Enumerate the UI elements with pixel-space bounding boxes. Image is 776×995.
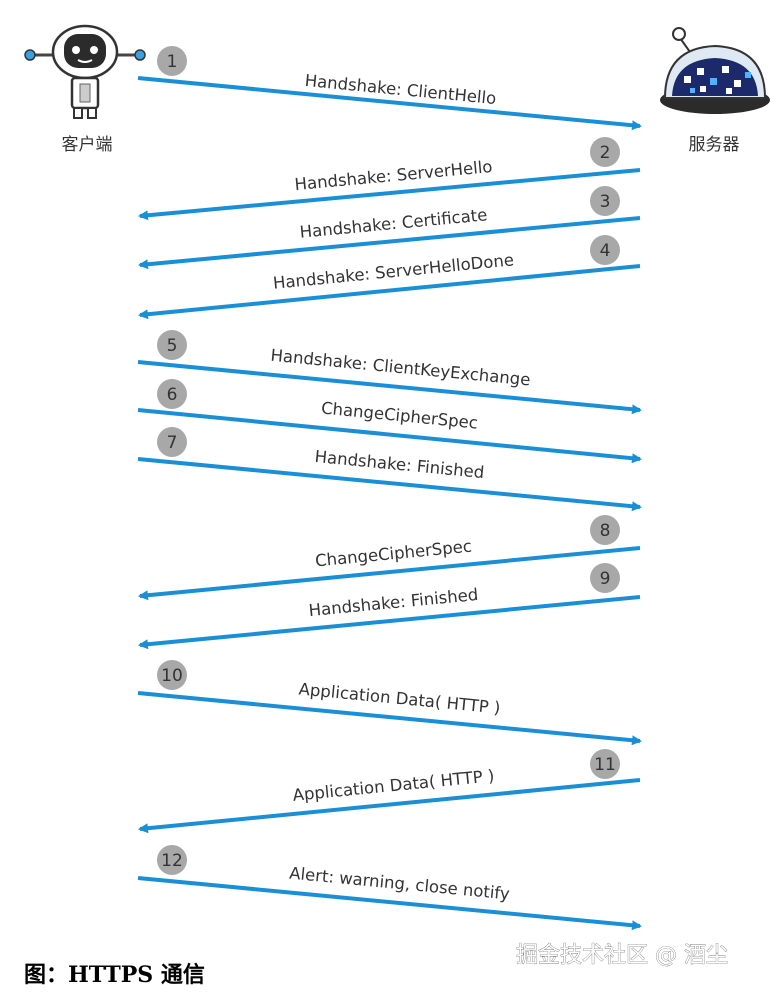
step-number: 10	[161, 666, 183, 686]
step-number: 8	[600, 521, 611, 541]
client-label: 客户端	[62, 135, 113, 155]
message-arrow	[138, 168, 641, 221]
message-arrow	[137, 457, 642, 512]
message-10: Application Data( HTTP )10	[137, 660, 642, 746]
message-11: Application Data( HTTP )11	[138, 749, 641, 834]
message-arrow	[137, 76, 642, 131]
message-label: Handshake: ServerHelloDone	[272, 250, 515, 293]
step-number: 9	[600, 569, 611, 589]
step-number: 1	[167, 52, 178, 72]
message-arrow	[138, 778, 641, 834]
step-circle	[157, 379, 187, 409]
robot-client-icon	[24, 24, 146, 119]
message-arrow	[137, 360, 642, 415]
figure-caption: 图：HTTPS 通信	[24, 962, 205, 988]
server-dome-icon	[660, 27, 770, 114]
step-circle	[157, 46, 187, 76]
step-circle	[590, 235, 620, 265]
step-circle	[590, 749, 620, 779]
message-arrow	[138, 546, 641, 601]
step-circle	[157, 845, 187, 875]
message-arrow	[138, 216, 641, 270]
watermark: 掘金技术社区 @ 酒尘	[516, 943, 728, 968]
message-label: Handshake: ServerHello	[294, 157, 493, 194]
step-number: 5	[167, 336, 178, 356]
message-arrow	[137, 691, 642, 746]
message-arrow	[138, 595, 641, 650]
step-circle	[157, 427, 187, 457]
step-number: 4	[600, 241, 611, 261]
message-6: ChangeCipherSpec 6	[137, 379, 642, 464]
message-label: ChangeCipherSpec	[320, 398, 478, 432]
step-circle	[590, 186, 620, 216]
step-circle	[157, 660, 187, 690]
step-circle	[590, 137, 620, 167]
message-arrow	[138, 264, 641, 320]
message-arrow	[137, 876, 642, 931]
step-circle	[590, 563, 620, 593]
message-arrow	[137, 408, 642, 464]
server-label: 服务器	[689, 135, 740, 155]
step-number: 2	[600, 143, 611, 163]
step-circle	[590, 515, 620, 545]
step-number: 12	[161, 851, 183, 871]
message-4: Handshake: ServerHelloDone 4	[138, 235, 641, 320]
step-number: 3	[600, 192, 611, 212]
step-number: 6	[167, 385, 178, 405]
step-circle	[157, 330, 187, 360]
message-label: Handshake: ClientKeyExchange	[270, 346, 531, 390]
message-5: Handshake: ClientKeyExchange 5	[137, 330, 642, 415]
step-number: 11	[594, 755, 616, 775]
step-number: 7	[167, 433, 178, 453]
message-2: Handshake: ServerHello 2	[138, 137, 641, 221]
